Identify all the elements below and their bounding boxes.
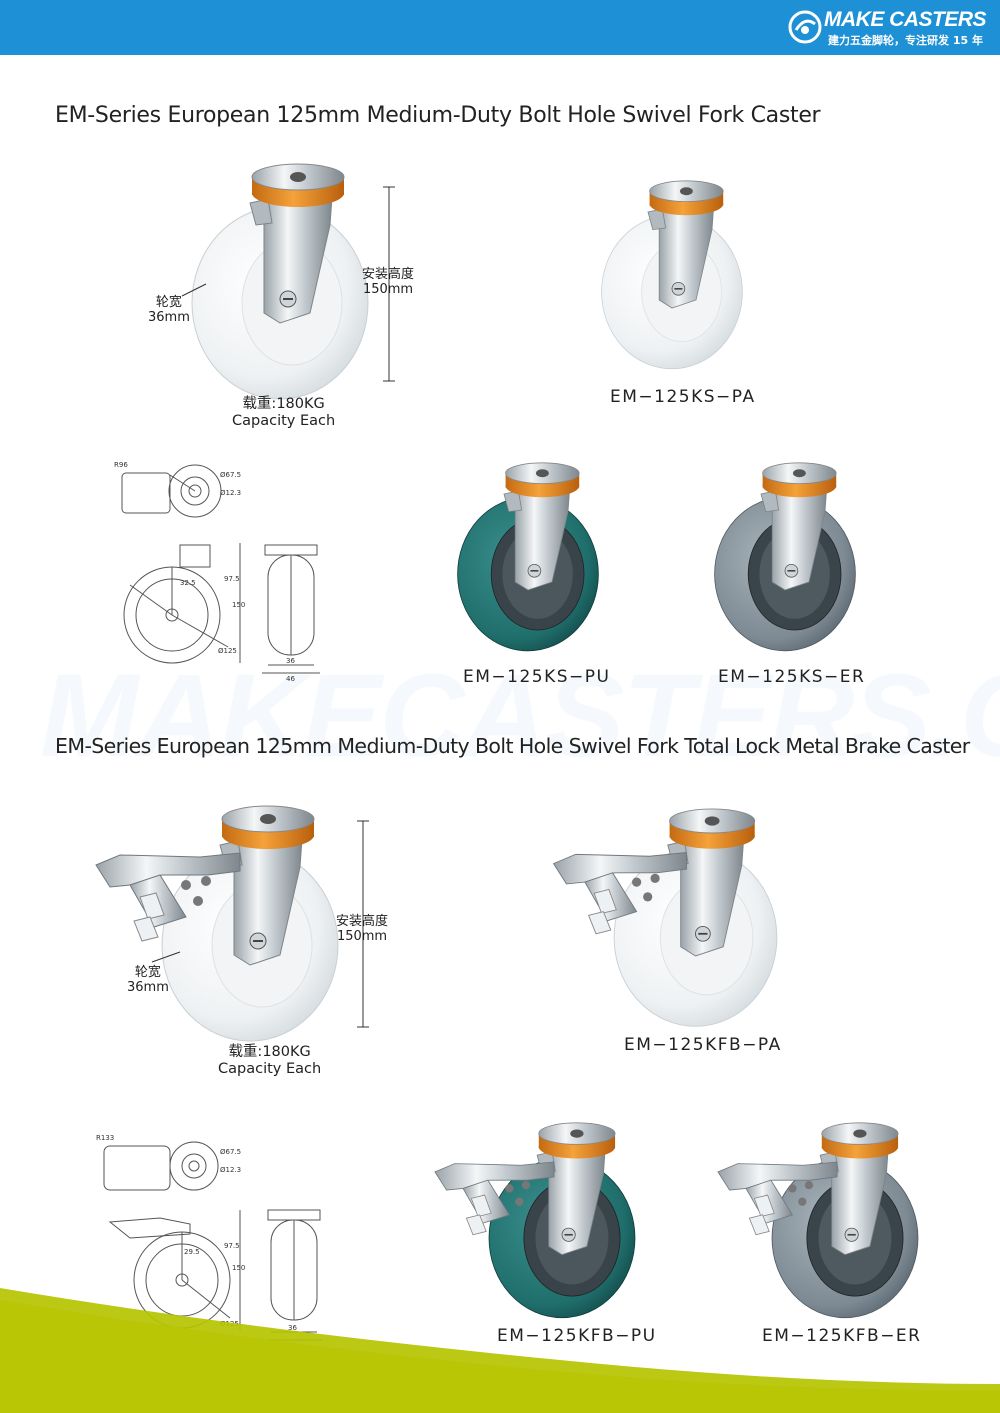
product-image-em-125ks-er bbox=[705, 462, 865, 654]
product-image-em-125kfb-pu bbox=[434, 1122, 636, 1319]
model-label: EM−125KFB−ER bbox=[762, 1326, 922, 1346]
brand-logo-icon bbox=[788, 10, 822, 44]
model-label: EM−125KS−PU bbox=[463, 667, 611, 687]
drawing-label: 150 bbox=[232, 1264, 245, 1272]
model-label: EM−125KFB−PA bbox=[624, 1035, 782, 1055]
wheel-width-annotation: 轮宽 36mm bbox=[127, 965, 169, 995]
product-image-em-125kfb-pa-main bbox=[95, 805, 339, 1042]
height-dimension-line bbox=[357, 820, 369, 1028]
drawing-label: Ø12.3 bbox=[220, 1166, 241, 1174]
drawing-label: Ø12.3 bbox=[220, 489, 241, 497]
mounting-height-label: 安装高度 bbox=[362, 267, 415, 282]
mounting-height-annotation: 安装高度 150mm bbox=[336, 914, 388, 944]
drawing-label: 97.5 bbox=[224, 575, 240, 583]
load-capacity-annotation: 载重:180KG Capacity Each bbox=[232, 396, 335, 430]
mounting-height-value: 150mm bbox=[362, 282, 414, 297]
drawing-label: 36 bbox=[286, 657, 295, 665]
drawing-label: 32.5 bbox=[180, 579, 196, 587]
mounting-height-annotation: 安装高度 150mm bbox=[362, 267, 414, 297]
capacity-each-label: Capacity Each bbox=[232, 413, 336, 429]
product-image-em-125ks-pa bbox=[592, 180, 752, 372]
height-dimension-line bbox=[383, 186, 395, 382]
load-capacity-annotation: 载重:180KG Capacity Each bbox=[218, 1044, 321, 1078]
header-bar: MAKE CASTERS 建力五金脚轮，专注研发 15 年 bbox=[0, 0, 1000, 55]
width-leader-line bbox=[151, 951, 181, 963]
drawing-label: R96 bbox=[114, 461, 128, 469]
section-title: EM-Series European 125mm Medium-Duty Bol… bbox=[55, 103, 821, 128]
load-capacity-label: 载重:180KG bbox=[242, 396, 325, 412]
capacity-each-label: Capacity Each bbox=[218, 1061, 322, 1077]
mounting-height-label: 安装高度 bbox=[336, 914, 389, 929]
drawing-label: R133 bbox=[96, 1134, 114, 1142]
model-label: EM−125KS−PA bbox=[610, 387, 756, 407]
product-image-em-125kfb-er bbox=[717, 1122, 919, 1319]
product-image-em-125kfb-pa bbox=[553, 808, 778, 1028]
product-image-em-125ks-pu bbox=[448, 462, 608, 654]
model-label: EM−125KS−ER bbox=[718, 667, 866, 687]
technical-drawing-em-125ks: R96 Ø67.5 Ø12.3 97.5 150 32.5 Ø125 36 46 bbox=[114, 461, 320, 683]
brand-logo[interactable]: MAKE CASTERS 建力五金脚轮，专注研发 15 年 bbox=[788, 8, 987, 48]
brand-name: MAKE CASTERS bbox=[824, 8, 987, 31]
wheel-width-value: 36mm bbox=[127, 980, 169, 995]
product-image-em-125ks-pa-main bbox=[180, 163, 380, 403]
brand-tagline: 建力五金脚轮，专注研发 15 年 bbox=[828, 34, 983, 47]
drawing-label: 97.5 bbox=[224, 1242, 240, 1250]
wheel-width-label: 轮宽 bbox=[134, 965, 161, 980]
drawing-label: Ø67.5 bbox=[220, 471, 241, 479]
drawing-label: Ø125 bbox=[218, 647, 237, 655]
load-capacity-label: 载重:180KG bbox=[228, 1044, 311, 1060]
drawing-label: 36 bbox=[288, 1324, 297, 1332]
drawing-label: 46 bbox=[286, 675, 295, 683]
wheel-width-value: 36mm bbox=[148, 310, 190, 325]
drawing-label: Ø67.5 bbox=[220, 1148, 241, 1156]
footer-wave bbox=[0, 1288, 1000, 1413]
model-label: EM−125KFB−PU bbox=[497, 1326, 657, 1346]
section-title: EM-Series European 125mm Medium-Duty Bol… bbox=[55, 734, 970, 758]
wheel-width-label: 轮宽 bbox=[155, 295, 182, 310]
width-leader-line bbox=[181, 283, 207, 297]
drawing-label: 150 bbox=[232, 601, 245, 609]
drawing-label: 29.5 bbox=[184, 1248, 200, 1256]
wheel-width-annotation: 轮宽 36mm bbox=[148, 295, 190, 325]
mounting-height-value: 150mm bbox=[336, 929, 388, 944]
